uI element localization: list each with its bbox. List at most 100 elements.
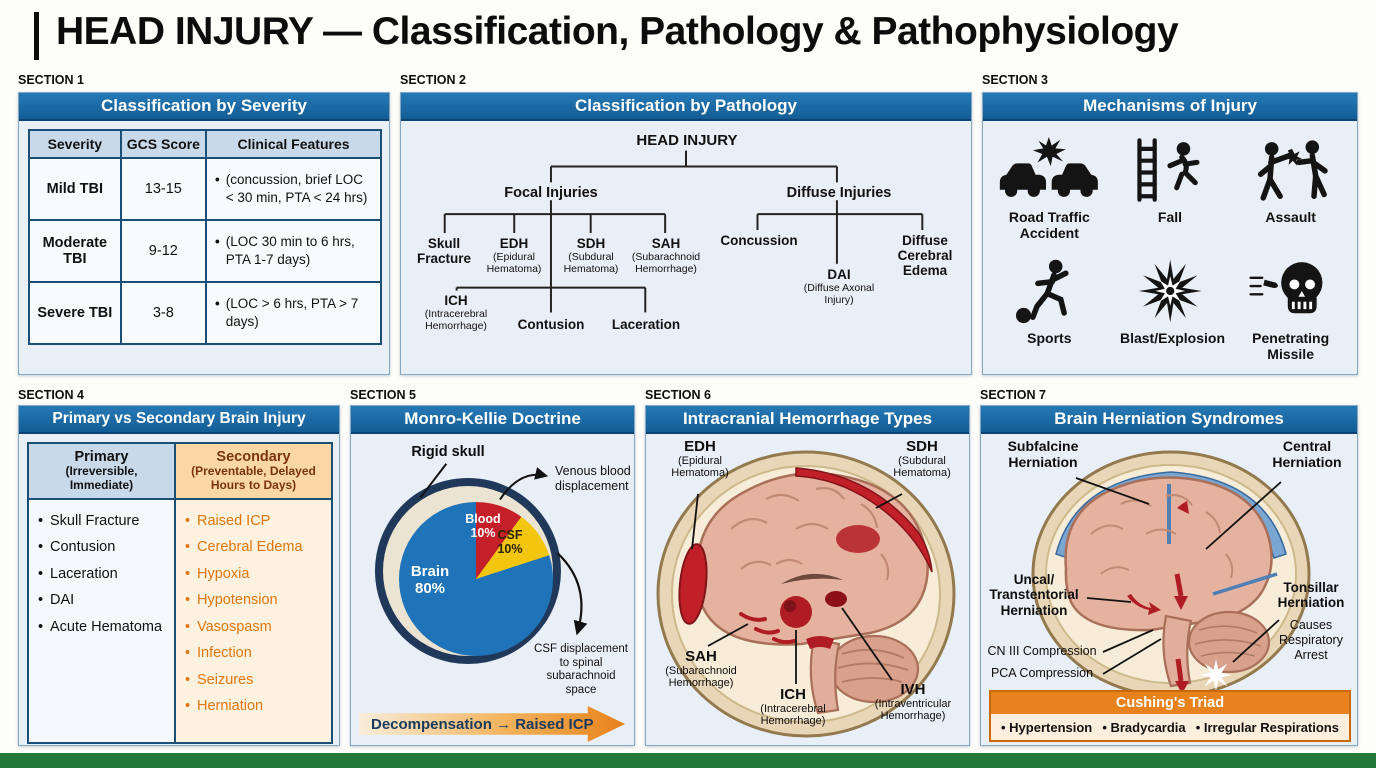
csf-displacement-label: CSF displacement to spinal subarachnoid … bbox=[534, 643, 628, 696]
tonsillar-note: Causes Respiratory Arrest bbox=[1279, 618, 1343, 662]
sah-label: SAH(Subarachnoid Hemorrhage) bbox=[665, 648, 737, 690]
section-primary-secondary: Primary vs Secondary Brain Injury Primar… bbox=[18, 405, 340, 746]
subfalcine-label: Subfalcine Herniation bbox=[1007, 438, 1079, 470]
cushings-triad-title: Cushing's Triad bbox=[991, 692, 1349, 714]
cushing-item: Hypertension bbox=[1001, 720, 1092, 735]
feature-text: (LOC > 6 hrs, PTA > 7 days) bbox=[225, 296, 359, 329]
section-mechanisms: Mechanisms of Injury Road Traffic Accide… bbox=[982, 92, 1358, 375]
mechanism-sports: Sports bbox=[989, 248, 1110, 369]
secondary-header: Secondary (Preventable, Delayed Hours to… bbox=[174, 442, 333, 500]
list-item: Contusion bbox=[35, 534, 168, 561]
car-crash-icon bbox=[1000, 137, 1099, 197]
uncal-label: Uncal/ Transtentorial Herniation bbox=[989, 572, 1079, 618]
severity-cell: Severe TBI bbox=[28, 281, 122, 345]
node-concussion: Concussion bbox=[720, 233, 798, 248]
section3-title: Mechanisms of Injury bbox=[1083, 96, 1257, 115]
list-item: Seizures bbox=[182, 667, 325, 694]
section2-tag: SECTION 2 bbox=[400, 73, 466, 87]
list-item: Vasospasm bbox=[182, 614, 325, 641]
mechanism-blast: Blast/Explosion bbox=[1110, 248, 1231, 369]
list-item: Cerebral Edema bbox=[182, 534, 325, 561]
section6-header: Intracranial Hemorrhage Types bbox=[646, 406, 969, 434]
mechanism-label: Assault bbox=[1265, 209, 1316, 225]
edh-label: EDH(Epidural Hematoma) bbox=[671, 438, 729, 480]
section4-tag: SECTION 4 bbox=[18, 388, 84, 402]
feature-text: (LOC 30 min to 6 hrs, PTA 1-7 days) bbox=[225, 234, 355, 267]
ich-label: ICH(Intracerebral Hemorrhage) bbox=[760, 686, 826, 728]
mechanism-label: Sports bbox=[1027, 329, 1072, 346]
node-sdh: SDH(Subdural Hematoma) bbox=[563, 236, 619, 275]
node-ich: ICH(Intracerebral Hemorrhage) bbox=[424, 293, 488, 332]
cn3-compression-label: CN III Compression bbox=[987, 644, 1097, 658]
list-item: Laceration bbox=[35, 561, 168, 588]
pca-compression-label: PCA Compression bbox=[990, 666, 1094, 680]
severity-table: Severity GCS Score Clinical Features Mil… bbox=[28, 129, 382, 345]
secondary-list-cell: Raised ICP Cerebral Edema Hypoxia Hypote… bbox=[174, 497, 333, 744]
intracranial-volume-pie bbox=[399, 502, 553, 656]
primary-header: Primary (Irreversible, Immediate) bbox=[27, 442, 176, 500]
cushing-item: Irregular Respirations bbox=[1196, 720, 1339, 735]
section5-title: Monro-Kellie Doctrine bbox=[404, 409, 581, 428]
runner-ball-icon bbox=[1016, 259, 1070, 323]
section4-header: Primary vs Secondary Brain Injury bbox=[19, 406, 339, 434]
node-dai: DAI(Diffuse Axonal Injury) bbox=[803, 267, 875, 306]
cushings-triad-items: Hypertension Bradycardia Irregular Respi… bbox=[991, 714, 1349, 740]
primary-list: Skull Fracture Contusion Laceration DAI … bbox=[29, 500, 174, 649]
gcs-cell: 9-12 bbox=[119, 219, 208, 283]
section2-title: Classification by Pathology bbox=[575, 96, 797, 115]
ladder-fall-icon bbox=[1137, 138, 1200, 202]
section5-header: Monro-Kellie Doctrine bbox=[351, 406, 634, 434]
table-row-moderate: Moderate TBI 9-12 (LOC 30 min to 6 hrs, … bbox=[28, 219, 382, 283]
col-severity: Severity bbox=[28, 129, 122, 159]
features-cell: (concussion, brief LOC < 30 min, PTA < 2… bbox=[205, 157, 382, 221]
list-item: Skull Fracture bbox=[35, 508, 168, 535]
severity-cell: Mild TBI bbox=[28, 157, 122, 221]
cushing-item: Bradycardia bbox=[1102, 720, 1185, 735]
mechanism-label: Blast/Explosion bbox=[1119, 329, 1226, 346]
mechanisms-grid: Road Traffic Accident Fall bbox=[989, 127, 1351, 368]
list-item: DAI bbox=[35, 587, 168, 614]
rigid-skull-label: Rigid skull bbox=[411, 444, 485, 460]
col-features: Clinical Features bbox=[205, 129, 382, 159]
feature-text: (concussion, brief LOC < 30 min, PTA < 2… bbox=[225, 172, 368, 205]
list-item: Herniation bbox=[182, 693, 325, 720]
node-edh: EDH(Epidural Hematoma) bbox=[486, 236, 542, 275]
section3-tag: SECTION 3 bbox=[982, 73, 1048, 87]
list-item: Acute Hematoma bbox=[35, 614, 168, 641]
list-item: Hypotension bbox=[182, 587, 325, 614]
list-item: Infection bbox=[182, 640, 325, 667]
node-focal: Focal Injuries bbox=[504, 185, 598, 201]
ring-gap bbox=[383, 486, 553, 656]
mechanism-label: Penetrating Missile bbox=[1252, 329, 1330, 362]
section7-title: Brain Herniation Syndromes bbox=[1054, 409, 1284, 428]
section-herniation: Brain Herniation Syndromes bbox=[980, 405, 1358, 746]
section6-title: Intracranial Hemorrhage Types bbox=[682, 409, 933, 428]
section-pathology: Classification by Pathology HEAD INJURY … bbox=[400, 92, 972, 375]
bottom-green-bar bbox=[0, 753, 1376, 768]
decompensation-text: Decompensation → Raised ICP bbox=[371, 715, 594, 733]
section-hemorrhage-types: Intracranial Hemorrhage Types bbox=[645, 405, 970, 746]
node-laceration: Laceration bbox=[611, 317, 681, 332]
list-item: Hypoxia bbox=[182, 561, 325, 588]
ivh-label: IVH(Intraventricular Hemorrhage) bbox=[874, 681, 952, 723]
decompensation-arrow: Decompensation → Raised ICP bbox=[359, 706, 625, 742]
primary-secondary-table: Primary (Irreversible, Immediate) Second… bbox=[27, 442, 333, 744]
list-item: Raised ICP bbox=[182, 508, 325, 535]
brain-hemorrhage-illustration bbox=[656, 450, 956, 738]
skull-bullet-icon bbox=[1249, 261, 1323, 313]
cushings-triad-box: Cushing's Triad Hypertension Bradycardia… bbox=[989, 690, 1351, 742]
secondary-list: Raised ICP Cerebral Edema Hypoxia Hypote… bbox=[176, 500, 331, 728]
node-diffuse: Diffuse Injuries bbox=[786, 185, 892, 201]
node-head-injury: HEAD INJURY bbox=[636, 132, 738, 149]
gcs-cell: 13-15 bbox=[119, 157, 208, 221]
assault-icon bbox=[1258, 140, 1329, 201]
section2-header: Classification by Pathology bbox=[401, 93, 971, 121]
mechanism-missile: Penetrating Missile bbox=[1230, 248, 1351, 369]
central-label: Central Herniation bbox=[1272, 438, 1342, 470]
section7-header: Brain Herniation Syndromes bbox=[981, 406, 1357, 434]
